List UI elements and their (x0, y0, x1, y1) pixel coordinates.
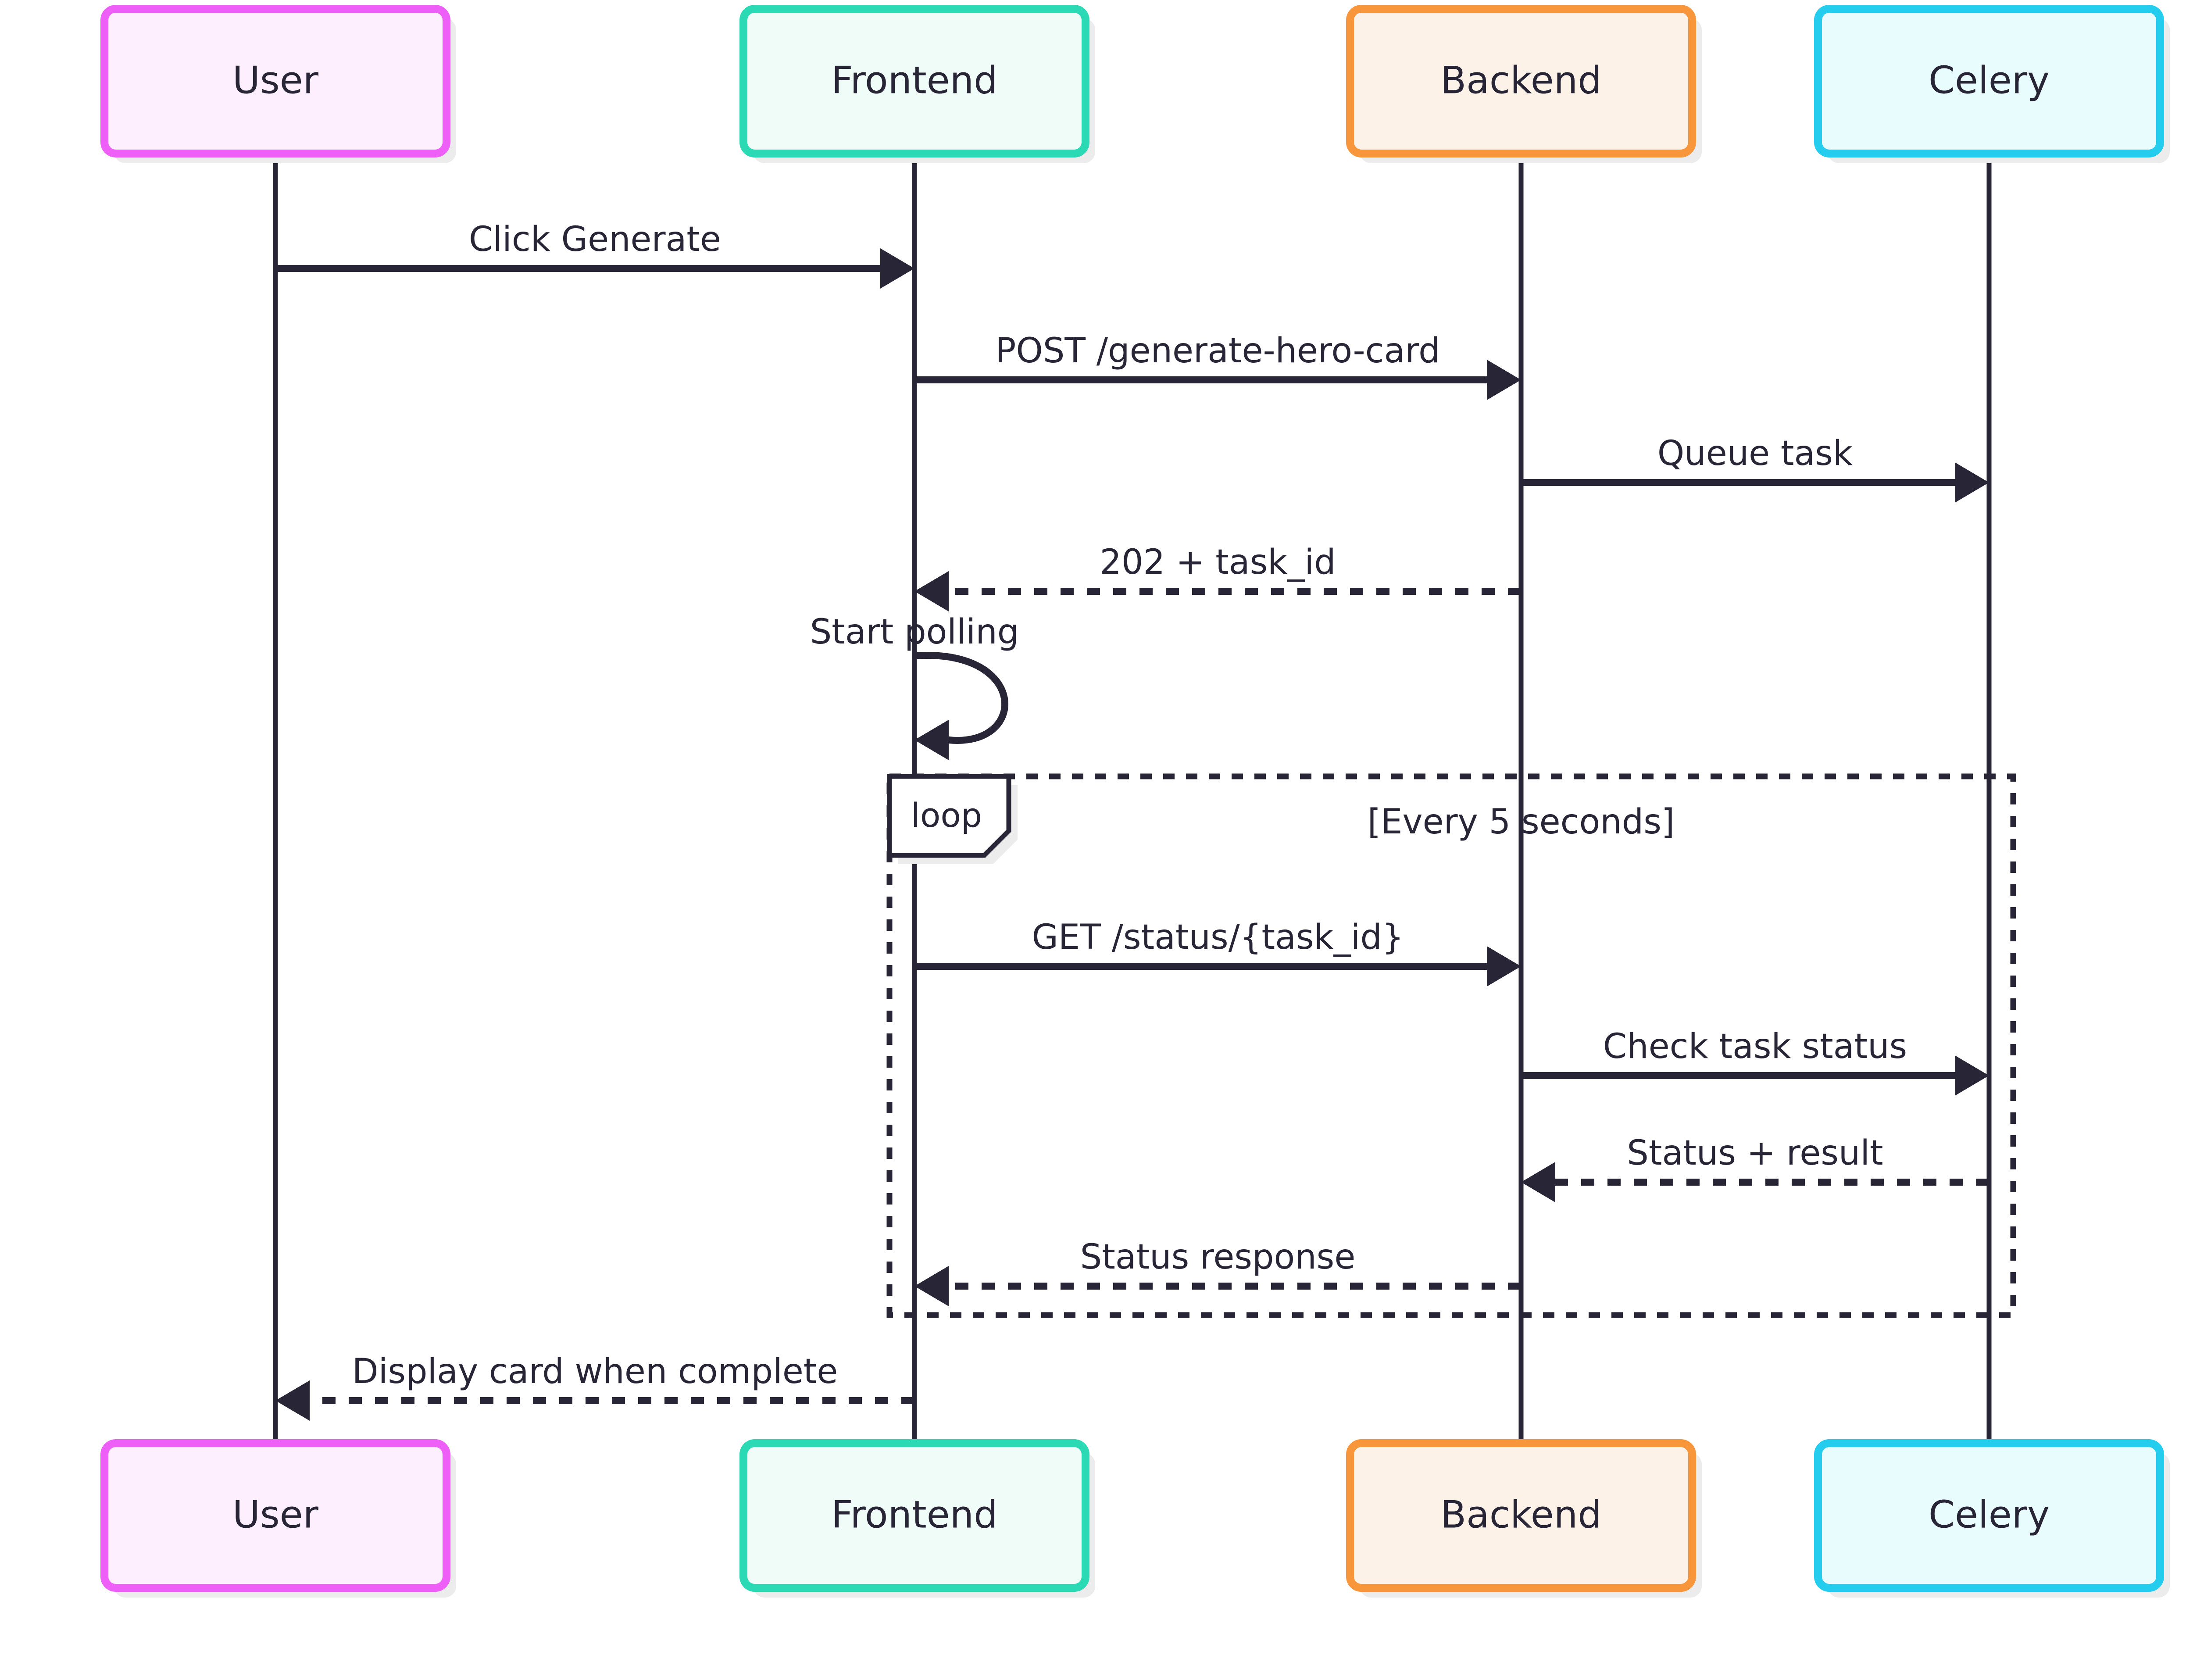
message-m9: Status response (914, 1237, 1521, 1306)
arrowhead-left (1521, 1162, 1555, 1202)
actor-label-celery-top: Celery (1929, 58, 2050, 102)
actor-label-user-top: User (232, 58, 319, 102)
message-m5: Start polling (810, 612, 1019, 760)
actor-boxes-bottom: User Frontend Backend Celery (100, 1439, 2170, 1598)
actor-label-frontend-bottom: Frontend (831, 1493, 998, 1537)
message-label-m4: 202 + task_id (1100, 543, 1336, 582)
actor-box-backend-top[interactable] (1346, 5, 1696, 157)
loop-keyword-label: loop (911, 796, 982, 835)
message-label-m2: POST /generate-hero-card (995, 331, 1440, 371)
loop-condition-label: [Every 5 seconds] (1368, 802, 1675, 842)
message-m10: Display card when complete (275, 1352, 914, 1421)
actor-label-frontend-top: Frontend (831, 58, 998, 102)
actor-box-celery-top[interactable] (1814, 5, 2164, 157)
message-label-m6: GET /status/{task_id} (1032, 918, 1404, 957)
actor-label-user-bottom: User (232, 1493, 319, 1537)
actor-label-celery-bottom: Celery (1929, 1493, 2050, 1537)
arrowhead-right (1487, 946, 1521, 987)
loop-keyword-box (887, 774, 1011, 858)
actor-box-celery-bottom[interactable] (1814, 1439, 2164, 1592)
message-m8: Status + result (1521, 1133, 1989, 1202)
message-m6: GET /status/{task_id} (914, 918, 1521, 987)
message-m7: Check task status (1521, 1027, 1989, 1096)
arrowhead-left (275, 1380, 310, 1421)
actor-label-backend-top: Backend (1440, 58, 1602, 102)
message-label-m9: Status response (1080, 1237, 1356, 1277)
arrowhead-right (1487, 360, 1521, 400)
message-m2: POST /generate-hero-card (914, 331, 1521, 400)
message-label-m3: Queue task (1657, 434, 1853, 473)
actor-box-user-bottom[interactable] (100, 1439, 450, 1592)
self-loop-line (914, 651, 1009, 744)
actor-box-user-top[interactable] (100, 5, 450, 157)
message-label-m7: Check task status (1603, 1027, 1907, 1066)
loop-fragment: [Every 5 seconds] (886, 773, 2016, 1318)
arrowhead-left (914, 571, 949, 611)
message-label-m1: Click Generate (469, 220, 721, 259)
message-m4: 202 + task_id (914, 543, 1521, 611)
message-label-m10: Display card when complete (352, 1352, 838, 1391)
actor-box-backend-bottom[interactable] (1346, 1439, 1696, 1592)
message-label-m8: Status + result (1627, 1133, 1883, 1173)
loop-frame-border (886, 773, 2016, 1318)
lifelines-group (273, 154, 1992, 1443)
arrowhead-left (914, 1266, 949, 1306)
arrowhead-right (1955, 1055, 1989, 1096)
message-m3: Queue task (1521, 434, 1989, 503)
arrowhead-right (880, 248, 914, 289)
arrowhead-left (914, 720, 949, 760)
actor-box-frontend-bottom[interactable] (739, 1439, 1089, 1592)
actor-box-frontend-top[interactable] (739, 5, 1089, 157)
actor-boxes-top: User Frontend Backend Celery (100, 5, 2170, 163)
message-label-m5: Start polling (810, 612, 1019, 652)
loop-keyword-label: loop (887, 774, 1018, 864)
arrowhead-right (1955, 462, 1989, 503)
message-m1: Click Generate (275, 220, 914, 289)
actor-label-backend-bottom: Backend (1440, 1493, 1602, 1537)
